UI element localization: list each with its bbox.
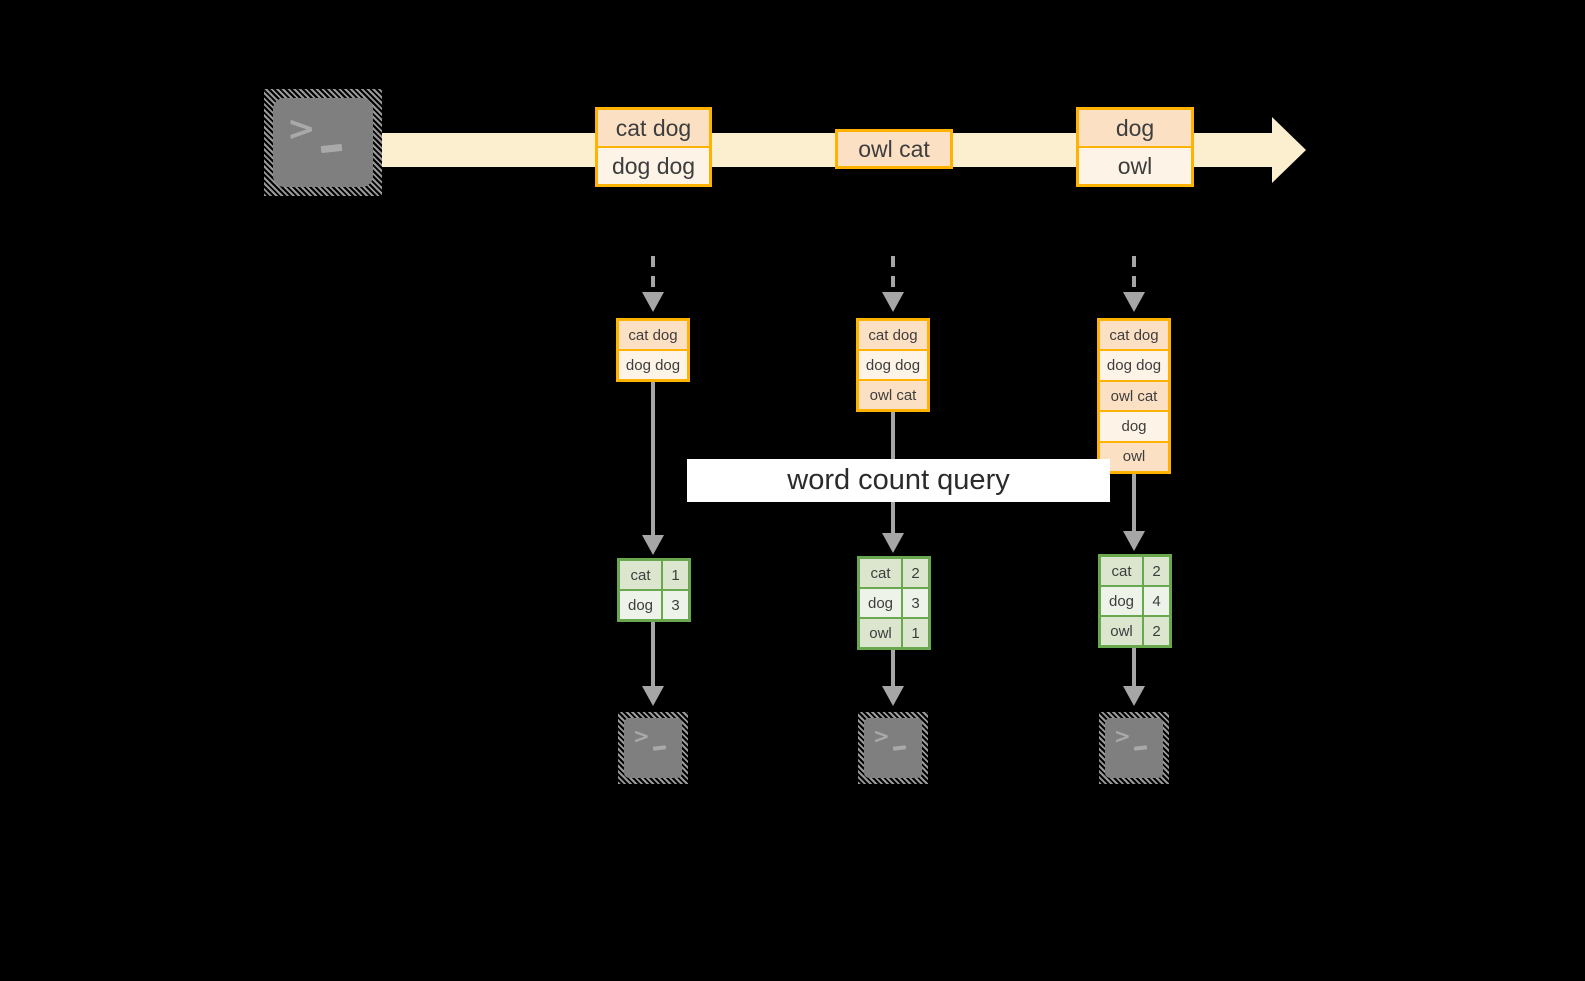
query-label: word count query: [787, 464, 1010, 496]
result-count: 1: [663, 561, 688, 589]
table-row: cat 1: [620, 561, 688, 589]
query-connector-3: [1132, 474, 1136, 533]
terminal-cursor-icon: [652, 745, 667, 751]
stream-event-1[interactable]: cat dog dog dog: [595, 107, 712, 187]
stream-event-line: dog dog: [598, 146, 709, 184]
stream-arrowhead: [1272, 117, 1306, 183]
terminal-prompt-icon: >: [873, 724, 890, 748]
sink-connector-1: [651, 622, 655, 688]
table-row: cat 2: [1101, 557, 1169, 585]
result-word: owl: [860, 619, 904, 647]
result-word: cat: [860, 559, 904, 587]
stream-event-2[interactable]: owl cat: [835, 129, 953, 169]
table-row: dog 3: [860, 587, 928, 617]
snapshot-2-input-box[interactable]: cat dog dog dog owl cat: [856, 318, 930, 412]
input-line: owl cat: [1100, 379, 1168, 411]
query-connector-1: [651, 382, 655, 537]
snapshot-2-sink-terminal-icon[interactable]: >: [858, 712, 928, 784]
snapshot-3-result-table[interactable]: cat 2 dog 4 owl 2: [1098, 554, 1172, 648]
table-row: cat 2: [860, 559, 928, 587]
sink-connector-2-arrowhead: [882, 686, 904, 706]
sink-connector-3-arrowhead: [1123, 686, 1145, 706]
input-line: dog dog: [1100, 349, 1168, 380]
result-count: 3: [663, 591, 688, 619]
tap-connector-1: [651, 256, 655, 294]
tap-connector-3-arrowhead: [1123, 292, 1145, 312]
tap-connector-2: [891, 256, 895, 294]
source-terminal-icon[interactable]: >: [264, 89, 382, 196]
terminal-cursor-icon: [320, 143, 343, 154]
input-line: cat dog: [619, 321, 687, 349]
result-word: dog: [1101, 587, 1145, 615]
tap-connector-3: [1132, 256, 1136, 294]
input-line: dog dog: [619, 349, 687, 379]
terminal-prompt-icon: >: [633, 724, 650, 748]
table-row: owl 2: [1101, 615, 1169, 645]
sink-connector-3: [1132, 648, 1136, 688]
table-row: dog 3: [620, 589, 688, 619]
input-line: owl cat: [859, 379, 927, 409]
table-row: owl 1: [860, 617, 928, 647]
snapshot-1-input-box[interactable]: cat dog dog dog: [616, 318, 690, 382]
result-count: 3: [903, 589, 928, 617]
snapshot-3-input-box[interactable]: cat dog dog dog owl cat dog owl: [1097, 318, 1171, 474]
tap-connector-2-arrowhead: [882, 292, 904, 312]
terminal-body: >: [273, 98, 373, 187]
terminal-body: >: [864, 718, 922, 778]
terminal-body: >: [624, 718, 682, 778]
query-connector-1-arrowhead: [642, 535, 664, 555]
result-count: 2: [903, 559, 928, 587]
result-count: 4: [1144, 587, 1169, 615]
stream-event-line: dog: [1079, 110, 1191, 146]
terminal-prompt-icon: >: [287, 109, 316, 149]
result-word: dog: [620, 591, 664, 619]
result-count: 2: [1144, 557, 1169, 585]
table-row: dog 4: [1101, 585, 1169, 615]
stream-event-line: owl: [1079, 146, 1191, 184]
stream-event-3[interactable]: dog owl: [1076, 107, 1194, 187]
sink-connector-2: [891, 650, 895, 688]
stream-event-line: owl cat: [838, 132, 950, 166]
query-connector-2-arrowhead: [882, 533, 904, 553]
result-word: dog: [860, 589, 904, 617]
input-line: cat dog: [1100, 321, 1168, 350]
result-word: cat: [620, 561, 664, 589]
input-line: dog dog: [859, 349, 927, 379]
snapshot-2-result-table[interactable]: cat 2 dog 3 owl 1: [857, 556, 931, 650]
stream-event-line: cat dog: [598, 110, 709, 146]
result-count: 2: [1144, 617, 1169, 645]
input-line: dog: [1100, 410, 1168, 441]
snapshot-1-result-table[interactable]: cat 1 dog 3: [617, 558, 691, 622]
result-word: owl: [1101, 617, 1145, 645]
result-word: cat: [1101, 557, 1145, 585]
sink-connector-1-arrowhead: [642, 686, 664, 706]
tap-connector-1-arrowhead: [642, 292, 664, 312]
input-line: owl: [1100, 440, 1168, 472]
result-count: 1: [903, 619, 928, 647]
terminal-prompt-icon: >: [1114, 724, 1131, 748]
input-line: cat dog: [859, 321, 927, 349]
terminal-body: >: [1105, 718, 1163, 778]
query-connector-3-arrowhead: [1123, 531, 1145, 551]
terminal-cursor-icon: [1133, 745, 1148, 751]
snapshot-3-sink-terminal-icon[interactable]: >: [1099, 712, 1169, 784]
snapshot-1-sink-terminal-icon[interactable]: >: [618, 712, 688, 784]
query-label-band: word count query: [687, 459, 1110, 502]
terminal-cursor-icon: [892, 745, 907, 751]
